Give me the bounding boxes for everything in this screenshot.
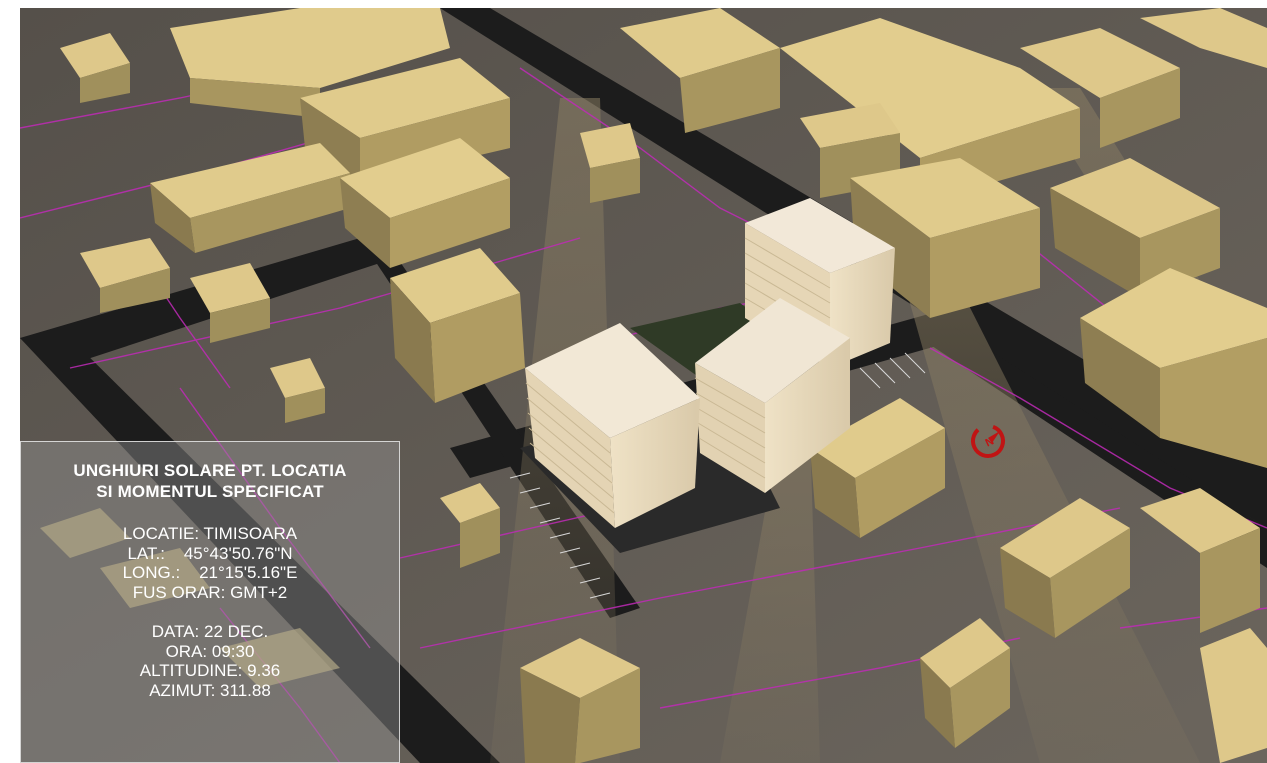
time-sun-info: DATA: 22 DEC. ORA: 09:30 ALTITUDINE: 9.3… (21, 622, 399, 700)
panel-title: UNGHIURI SOLARE PT. LOCATIA SI MOMENTUL … (21, 460, 399, 502)
building-block (40, 508, 340, 688)
building-block (1140, 488, 1260, 633)
building-block (150, 143, 350, 253)
building-block (810, 398, 945, 538)
scene-illustration: N (20, 8, 1267, 763)
info-row-date: DATA: 22 DEC. (151, 622, 269, 641)
parking-stripes (509, 352, 926, 599)
building-block (920, 618, 1010, 748)
info-row-azimuth: AZIMUT: 311.88 (149, 680, 271, 700)
building-block (60, 33, 130, 103)
building-block (580, 123, 640, 203)
aerial-3d-rendering: N (20, 8, 1267, 763)
tower-west (525, 323, 700, 528)
building-block (170, 8, 450, 118)
tower-center (694, 298, 850, 493)
info-row-longitude: LONG.: 21°15'5.16"E (122, 563, 298, 582)
building-block (270, 358, 325, 423)
building-block (1000, 498, 1130, 638)
info-row-latitude: LAT.: 45°43'50.76"N (127, 543, 293, 563)
building-block (1080, 268, 1267, 468)
building-block (440, 483, 500, 568)
project-towers (525, 198, 895, 528)
north-compass-icon: N (971, 424, 1005, 458)
building-block (1200, 628, 1267, 763)
location-info: LOCATIE: TIMISOARA LAT.: 45°43'50.76"N L… (21, 524, 399, 602)
info-row-timezone: FUS ORAR: GMT+2 (132, 582, 288, 602)
panel-title-line-1: UNGHIURI SOLARE PT. LOCATIA (73, 461, 347, 480)
building-block (1140, 8, 1267, 68)
building-block (1020, 28, 1180, 148)
building-block (520, 638, 640, 763)
context-buildings (40, 8, 1267, 763)
info-row-altitude: ALTITUDINE: 9.36 (139, 661, 281, 680)
building-block (390, 248, 525, 403)
building-block (80, 238, 170, 313)
panel-title-line-2: SI MOMENTUL SPECIFICAT (96, 482, 324, 501)
building-block (620, 8, 780, 133)
building-block (340, 138, 510, 268)
building-block (190, 263, 270, 343)
info-row-location: LOCATIE: TIMISOARA (122, 524, 298, 543)
info-row-hour: ORA: 09:30 (165, 641, 255, 661)
solar-angles-info-panel: UNGHIURI SOLARE PT. LOCATIA SI MOMENTUL … (20, 441, 400, 763)
